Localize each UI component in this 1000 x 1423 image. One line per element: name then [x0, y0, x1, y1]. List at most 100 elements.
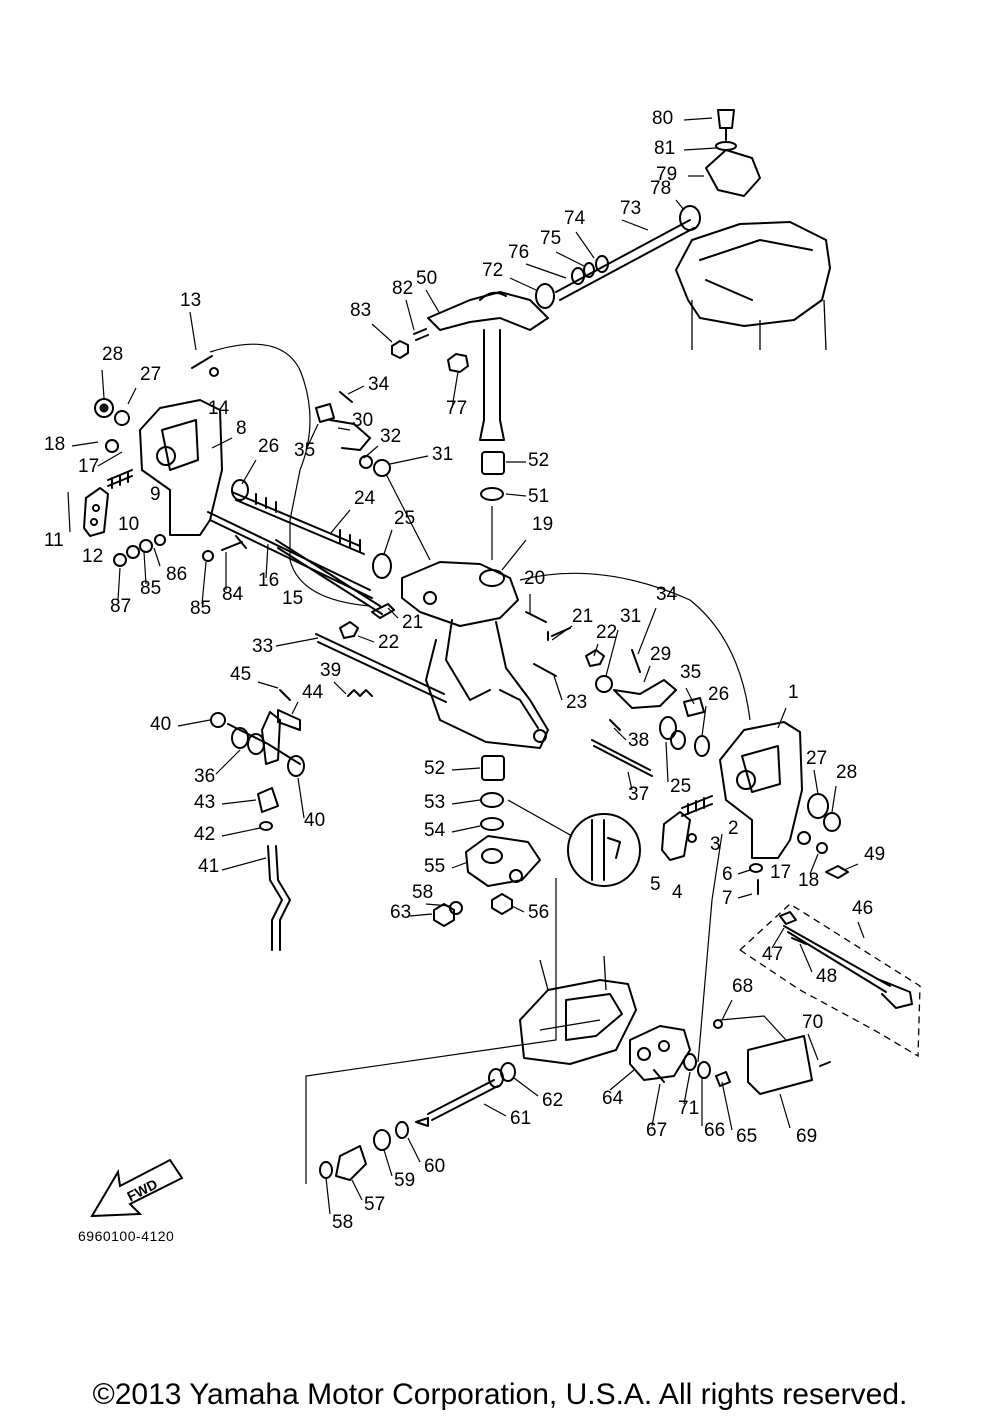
callout-number: 18: [798, 870, 819, 891]
callout-number: 32: [380, 426, 401, 447]
callout-number: 21: [402, 612, 423, 633]
callout-leader: [683, 117, 713, 121]
callout-leader: [809, 853, 819, 875]
callout-leader: [363, 445, 379, 459]
callout-number: 27: [140, 364, 161, 385]
callout-number: 31: [432, 444, 453, 465]
callout-number: 12: [82, 546, 103, 567]
callout-number: 13: [180, 290, 201, 311]
copyright-notice: ©2013 Yamaha Motor Corporation, U.S.A. A…: [92, 1378, 908, 1411]
callout-leader: [627, 771, 633, 791]
callout-number: 53: [424, 792, 445, 813]
callout-number: 50: [416, 268, 437, 289]
callout-number: 51: [528, 486, 549, 507]
callout-leader: [779, 1093, 791, 1129]
callout-leader: [511, 905, 525, 913]
callout-leader: [117, 567, 121, 601]
callout-leader: [675, 199, 685, 211]
callout-number: 17: [78, 456, 99, 477]
callout-number: 85: [140, 578, 161, 599]
callout-number: 2: [728, 818, 739, 839]
callout-leader: [843, 863, 859, 871]
callout-number: 26: [258, 436, 279, 457]
callout-number: 35: [680, 662, 701, 683]
callout-number: 85: [190, 598, 211, 619]
callout-leader: [593, 643, 599, 657]
callout-number: 48: [816, 966, 837, 987]
callout-leader: [275, 637, 319, 647]
callout-leader: [177, 719, 211, 727]
callout-leader: [613, 727, 627, 741]
callout-number: 33: [252, 636, 273, 657]
callout-number: 29: [650, 644, 671, 665]
callout-number: 65: [736, 1126, 757, 1147]
callout-leader: [71, 441, 99, 447]
left-clamp-bracket: [83, 355, 247, 567]
callout-leader: [291, 701, 299, 715]
callout-leader: [701, 705, 707, 737]
callout-leaders: [67, 117, 865, 1215]
callout-leader: [425, 289, 441, 315]
callout-number: 6: [722, 864, 733, 885]
callout-leader: [347, 385, 365, 395]
callout-leader: [333, 681, 347, 695]
callout-number: 71: [678, 1098, 699, 1119]
callout-leader: [683, 147, 717, 151]
callout-number: 83: [350, 300, 371, 321]
callout-leader: [737, 893, 753, 899]
callout-number: 34: [656, 584, 678, 605]
callout-number: 39: [320, 660, 341, 681]
callout-number: 17: [770, 862, 791, 883]
callout-leader: [337, 427, 351, 431]
callout-number: 81: [654, 138, 675, 159]
callout-leader: [643, 665, 651, 683]
callout-leader: [609, 1069, 635, 1091]
callout-leader: [665, 741, 669, 783]
callout-number: 45: [230, 664, 251, 685]
callout-number: 37: [628, 784, 649, 805]
callout-leader: [257, 681, 279, 689]
callout-number: 28: [836, 762, 857, 783]
callout-leader: [509, 277, 537, 291]
callout-leader: [605, 629, 619, 677]
callout-leader: [501, 539, 527, 571]
callout-number: 3: [710, 834, 721, 855]
callout-leader: [371, 323, 393, 343]
callout-number: 68: [732, 976, 753, 997]
swivel-bracket: [207, 479, 653, 777]
callout-number: 82: [392, 278, 413, 299]
steering-arm-assembly: [391, 291, 549, 501]
callout-leader: [201, 561, 207, 605]
callout-number: 36: [194, 766, 215, 787]
callout-number: 67: [646, 1120, 667, 1141]
callout-number: 54: [424, 820, 446, 841]
callout-number: 25: [394, 508, 415, 529]
callout-number: 49: [864, 844, 885, 865]
callout-number: 23: [566, 692, 587, 713]
callout-leader: [405, 299, 415, 331]
callout-leader: [721, 1081, 733, 1131]
callout-number: 60: [424, 1156, 445, 1177]
callout-number: 7: [722, 888, 733, 909]
callout-number: 24: [354, 488, 376, 509]
callout-number: 11: [44, 530, 64, 551]
callout-leader: [575, 231, 595, 259]
callout-number: 74: [564, 208, 586, 229]
callout-leader: [221, 799, 257, 805]
callout-leader: [297, 777, 305, 819]
lower-unit-parts: [319, 955, 831, 1181]
callout-number: 58: [412, 882, 433, 903]
connector-lines: [209, 343, 787, 1184]
callout-leader: [683, 1071, 691, 1105]
callout-leader: [241, 459, 257, 485]
callout-number: 61: [510, 1108, 531, 1129]
callout-number: 35: [294, 440, 315, 461]
callout-leader: [451, 799, 481, 805]
callout-leader: [305, 423, 319, 451]
callout-number: 16: [258, 570, 279, 591]
diagram-code: 6960100-4120: [78, 1228, 175, 1244]
callout-number: 73: [620, 198, 641, 219]
callout-leader: [777, 707, 787, 729]
callout-number: 38: [628, 730, 649, 751]
